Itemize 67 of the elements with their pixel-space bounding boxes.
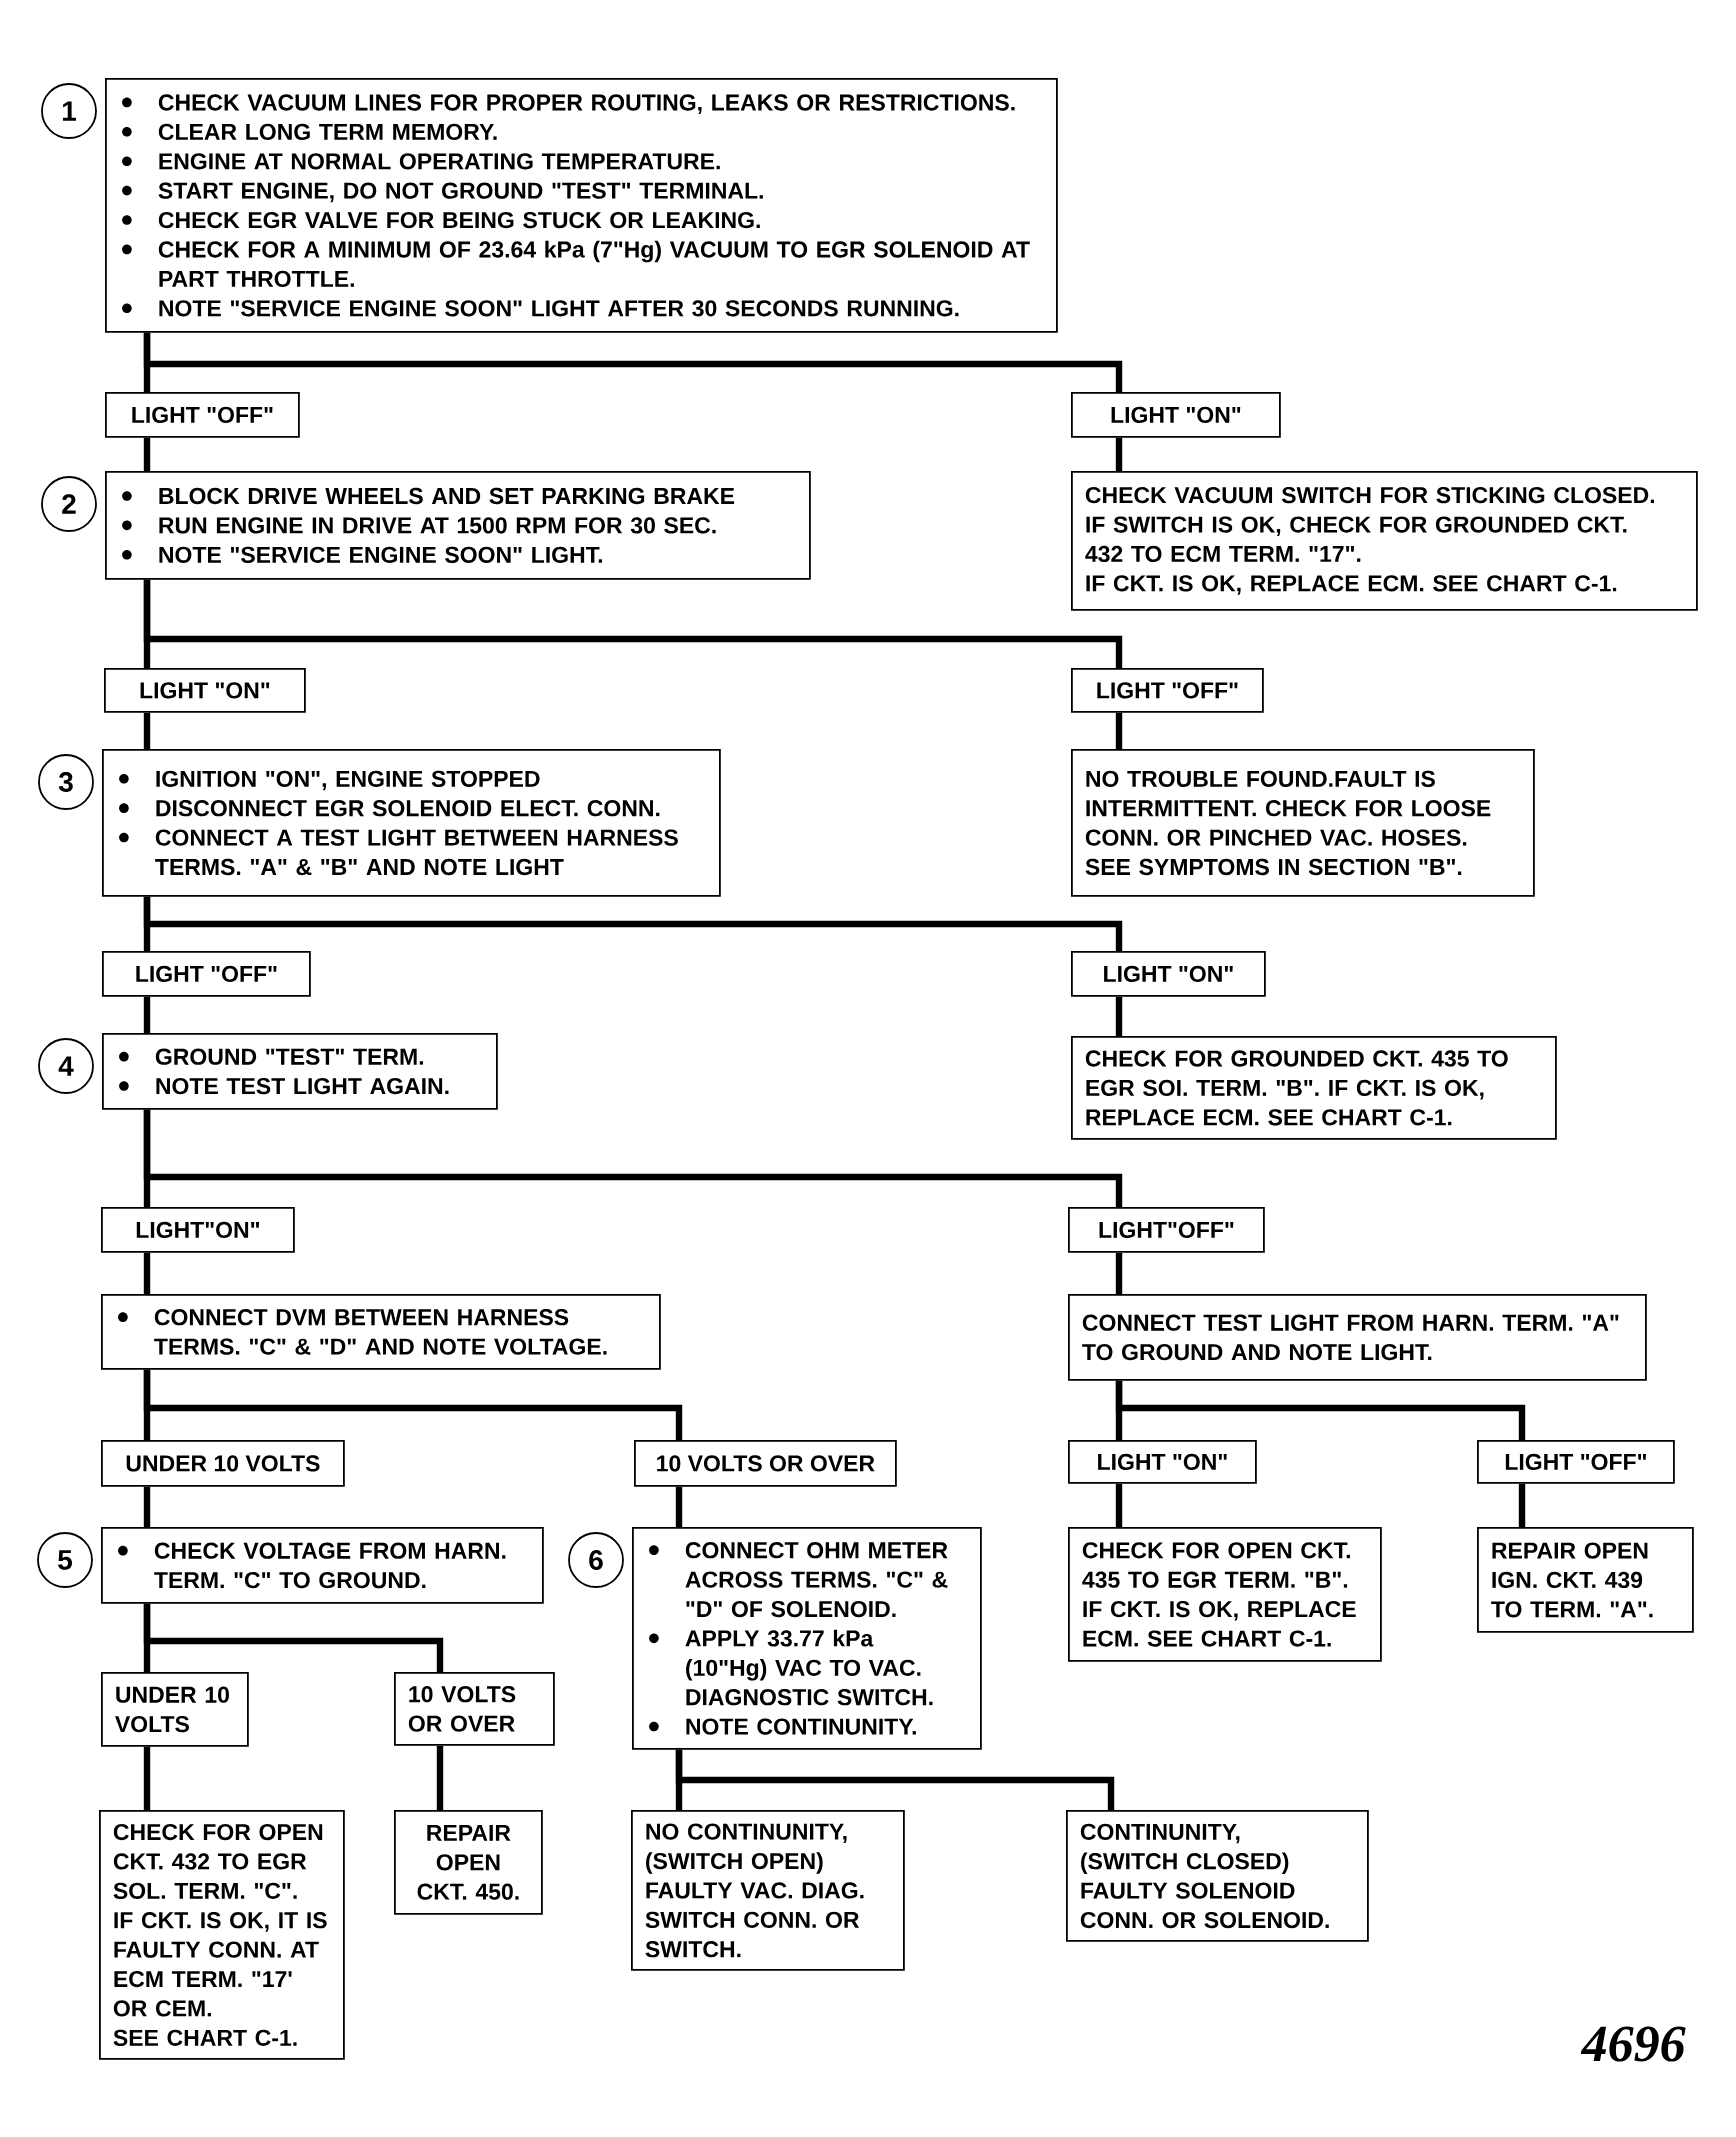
figure-number: 4696 [1580,2026,1686,2062]
condition-box: UNDER 10 VOLTS [101,1672,249,1747]
step-number: 1 [41,83,97,139]
step-box: BLOCK DRIVE WHEELS AND SET PARKING BRAKE RUN ENGINE IN DRIVE AT 1500 RPM FOR 30 SEC. NOTE "SERVICE ENGINE SOON" LIGHT. [105,471,811,580]
node-label: CHECK EGR VALVE FOR BEING STUCK OR LEAKING. [158,211,760,229]
action-box: REPAIR OPEN IGN. CKT. 439 TO TERM. "A". [1477,1527,1694,1633]
action-box: REPAIR OPEN CKT. 450. [394,1810,543,1915]
condition-box: LIGHT "OFF" [1477,1440,1675,1484]
condition-box: LIGHT "OFF" [105,392,300,438]
condition-box: LIGHT"ON" [101,1207,295,1253]
connector-line [1115,712,1123,749]
connector-line [143,1252,151,1294]
connector-line [1115,996,1123,1036]
action-box: CHECK FOR GROUNDED CKT. 435 TO EGR SOI. TERM. "B". IF CKT. IS OK, REPLACE ECM. SEE CHART C-1. [1071,1036,1557,1140]
condition-box: LIGHT "ON" [104,668,306,713]
step-box: CONNECT OHM METER ACROSS TERMS. "C" & "D" OF SOLENOID. APPLY 33.77 kPa (10"Hg) VAC TO VAC. DIAGNOSTIC SWITCH. NOTE CONTINUNITY. [632,1527,982,1750]
action-box: CONNECT TEST LIGHT FROM HARN. TERM. "A" TO GROUND AND NOTE LIGHT. [1068,1294,1647,1381]
connector-line [1115,437,1123,471]
connector-line [143,1603,444,1672]
node-label: ENGINE AT NORMAL OPERATING TEMPERATURE. [159,153,720,170]
action-box: CHECK FOR OPEN CKT. 435 TO EGR TERM. "B". IF CKT. IS OK, REPLACE ECM. SEE CHART C-1. [1068,1527,1382,1662]
connector-line [143,996,151,1033]
condition-box: LIGHT "ON" [1071,392,1281,438]
condition-box: UNDER 10 VOLTS [101,1440,345,1487]
connector-line [143,896,1123,951]
connector-line [1115,1252,1123,1294]
connector-line [1115,1380,1526,1440]
connector-line [143,1486,151,1527]
condition-box: LIGHT "OFF" [1071,668,1264,713]
condition-box: LIGHT "OFF" [102,951,311,997]
connector-line [143,712,151,749]
node-label: CLEAR LONG TERM MEMORY. [158,123,497,141]
connector-line [436,1745,444,1810]
connector-line [143,1746,151,1810]
action-box: CHECK VACUUM SWITCH FOR STICKING CLOSED. IF SWITCH IS OK, CHECK FOR GROUNDED CKT. 432 TO ECM TERM. "17". IF CKT. IS OK, REPLACE ECM. SEE CHART C-1. [1071,471,1698,611]
step-box: CONNECT DVM BETWEEN HARNESS TERMS. "C" & "D" AND NOTE VOLTAGE. [101,1294,661,1370]
connector-line [143,1109,1123,1207]
connector-line [675,1749,1115,1810]
action-box: CHECK FOR OPEN CKT. 432 TO EGR SOL. TERM. "C". IF CKT. IS OK, IT IS FAULTY CONN. AT ECM TERM. "17' OR CEM. SEE CHART C-1. [99,1810,345,2060]
step-box: CHECK VOLTAGE FROM HARN. TERM. "C" TO GROUND. [101,1527,544,1604]
step-number: 6 [568,1532,624,1588]
step-number: 2 [41,476,97,532]
condition-box: LIGHT "ON" [1071,951,1266,997]
step-box: GROUND "TEST" TERM. NOTE TEST LIGHT AGAIN. [102,1033,498,1110]
connector-line [143,579,1123,668]
condition-box: LIGHT"OFF" [1068,1207,1265,1253]
connector-line [143,1369,683,1440]
step-box: CHECK VACUUM LINES FOR PROPER ROUTING, LEAKS OR RESTRICTIONS. CLEAR LONG TERM MEMORY. ENGINE AT NORMAL OPERATING TEMPERATURE. START ENGINE, DO NOT GROUND "TEST" TERMINAL. CHECK EGR VALVE FOR BEING STUCK OR LEAKING. CHECK FOR A MINIMUM OF 23.64 kPa (7"Hg) VACUUM TO EGR SOLENOID AT PART THROTTLE. NOTE "SERVICE ENGINE SOON" LIGHT AFTER 30 SECONDS RUNNING. [105,78,1058,333]
connector-line [1115,1483,1123,1527]
action-box: NO TROUBLE FOUND.FAULT IS INTERMITTENT. CHECK FOR LOOSE CONN. OR PINCHED VAC. HOSES. SEE SYMPTOMS IN SECTION "B". [1071,749,1535,897]
node-label: CHECK VACUUM LINES FOR PROPER ROUTING, LEAKS OR RESTRICTIONS. [158,94,1015,114]
step-number: 5 [37,1532,93,1588]
step-box: IGNITION "ON", ENGINE STOPPED DISCONNECT EGR SOLENOID ELECT. CONN. CONNECT A TEST LIGHT BETWEEN HARNESS TERMS. "A" & "B" AND NOTE LIGHT [102,749,721,897]
node-label: CHECK FOR A MINIMUM OF 23.64 kPa (7"Hg) VACUUM TO EGR SOLENOID AT PART THROTTLE. [158,240,1030,288]
connector-line [1518,1483,1526,1527]
action-box: NO CONTINUNITY, (SWITCH OPEN) FAULTY VAC. DIAG. SWITCH CONN. OR SWITCH. [631,1810,905,1971]
node-label: NOTE "SERVICE ENGINE SOON" LIGHT AFTER 30 SECONDS RUNNING. [159,300,959,317]
step-number: 4 [38,1038,94,1094]
node-label: START ENGINE, DO NOT GROUND "TEST" TERMINAL. [158,182,763,203]
condition-box: 10 VOLTS OR OVER [634,1440,897,1487]
condition-box: 10 VOLTS OR OVER [394,1672,555,1746]
connector-line [143,437,151,471]
action-box: CONTINUNITY, (SWITCH CLOSED) FAULTY SOLENOID CONN. OR SOLENOID. [1066,1810,1369,1942]
condition-box: LIGHT "ON" [1068,1440,1257,1484]
connector-line [143,332,1123,392]
connector-line [675,1486,683,1527]
step-number: 3 [38,754,94,810]
